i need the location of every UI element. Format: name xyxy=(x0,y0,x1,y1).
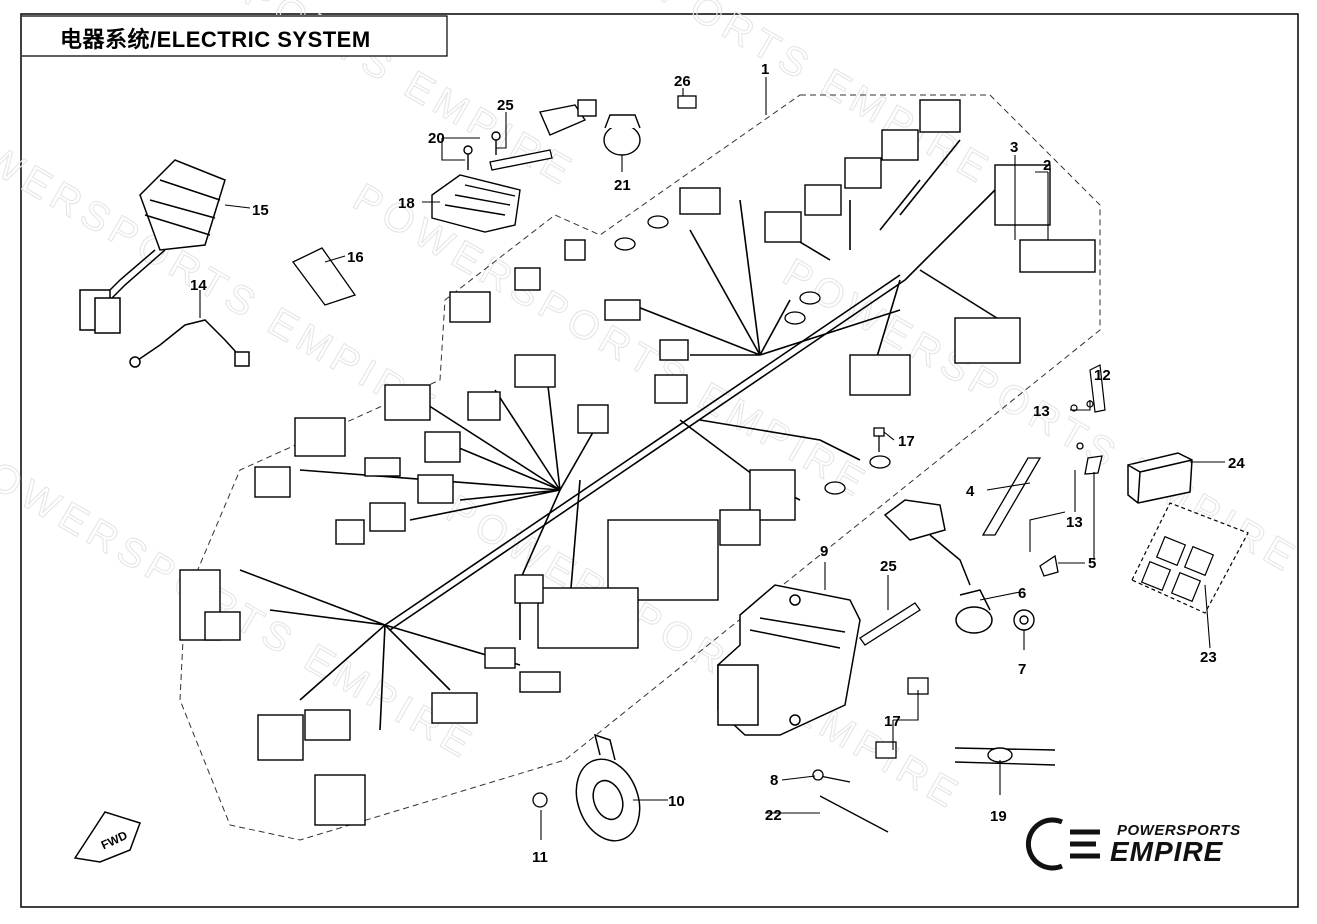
callout-22: 22 xyxy=(765,807,782,824)
callout-8: 8 xyxy=(770,772,778,789)
harness-trunk xyxy=(239,139,1011,731)
part-8-22-ties xyxy=(812,769,889,833)
svg-text:POWERSPORTS EMPIRE: POWERSPORTS EMPIRE xyxy=(0,100,447,432)
callout-4: 4 xyxy=(966,483,975,500)
part-7-nut xyxy=(1013,609,1035,631)
part-24-battery xyxy=(1127,452,1193,504)
leader-lines xyxy=(199,77,1225,840)
harness-connectors xyxy=(179,99,1096,826)
part-26-clip xyxy=(677,95,697,109)
callout-9: 9 xyxy=(820,543,828,560)
callout-24: 24 xyxy=(1228,455,1245,472)
callout-20: 20 xyxy=(428,130,445,147)
part-17-bolt-top xyxy=(873,427,885,452)
callout-labels: 1 2 3 4 5 6 7 8 9 10 11 12 13 13 14 15 1… xyxy=(190,61,1245,866)
part-16-label xyxy=(292,247,357,306)
watermark: POWERSPORTS EMPIRE POWERSPORTS EMPIRE PO… xyxy=(0,0,1307,819)
part-4-strap xyxy=(981,457,1042,536)
callout-7: 7 xyxy=(1018,661,1026,678)
part-15-regulator xyxy=(79,159,226,334)
part-17-bolts-lower xyxy=(875,677,929,759)
callout-13-top: 13 xyxy=(1033,403,1050,420)
part-21-relay xyxy=(539,99,641,156)
brand-name-line2: EMPIRE xyxy=(1110,836,1224,867)
ring-terminals xyxy=(614,215,891,495)
harness-outline xyxy=(179,94,1101,841)
callout-25-lower: 25 xyxy=(880,558,897,575)
part-25-strap-lower xyxy=(859,602,921,646)
part-10-horn xyxy=(575,733,641,842)
callout-10: 10 xyxy=(668,793,685,810)
callout-25-top: 25 xyxy=(497,97,514,114)
callout-6: 6 xyxy=(1018,585,1026,602)
part-5-bracket xyxy=(1039,442,1103,577)
callout-21: 21 xyxy=(614,177,631,194)
callout-5: 5 xyxy=(1088,555,1096,572)
part-14-lead xyxy=(129,319,250,368)
callout-26: 26 xyxy=(674,73,691,90)
title-box xyxy=(22,15,448,57)
callout-15: 15 xyxy=(252,202,269,219)
callout-12: 12 xyxy=(1094,367,1111,384)
page-border xyxy=(20,13,1299,908)
callout-11: 11 xyxy=(532,849,548,866)
callout-17-top: 17 xyxy=(898,433,915,450)
callout-2: 2 xyxy=(1043,157,1051,174)
part-23-pads xyxy=(1131,502,1249,614)
callout-19: 19 xyxy=(990,808,1007,825)
callout-3: 3 xyxy=(1010,139,1018,156)
page-title: 电器系统/ELECTRIC SYSTEM xyxy=(60,27,371,52)
brand-logo-icon xyxy=(1025,817,1100,871)
callout-1: 1 xyxy=(761,61,769,78)
callout-17-bottom: 17 xyxy=(884,713,901,730)
callout-18: 18 xyxy=(398,195,415,212)
part-11-nut xyxy=(532,792,548,808)
svg-text:POWERSPORTS EMPIRE: POWERSPORTS EMPIRE xyxy=(0,437,483,769)
callout-16: 16 xyxy=(347,249,364,266)
part-9-ecu xyxy=(717,584,861,736)
part-6-main-cable xyxy=(883,499,993,634)
callout-23: 23 xyxy=(1200,649,1217,666)
part-19-cable xyxy=(954,747,1056,766)
part-25-strap-top xyxy=(489,149,553,171)
brand-name-line1: POWERSPORTS xyxy=(1117,822,1241,839)
callout-13-mid: 13 xyxy=(1066,514,1083,531)
callout-14: 14 xyxy=(190,277,207,294)
fwd-arrow: FWD xyxy=(73,811,141,863)
